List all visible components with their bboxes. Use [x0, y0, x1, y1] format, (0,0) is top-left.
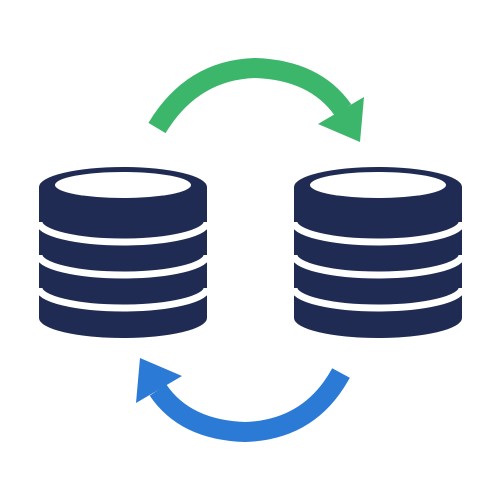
arrow-top-right-icon — [148, 57, 364, 142]
database-right-icon — [290, 167, 466, 338]
arrow-bottom-head — [136, 358, 182, 403]
database-band-3 — [290, 287, 466, 312]
database-lid — [310, 172, 446, 198]
database-lid — [55, 172, 191, 198]
database-band-2 — [35, 254, 211, 279]
database-left-icon — [35, 167, 211, 338]
arrow-bottom-shaft — [149, 368, 350, 443]
database-band-1 — [290, 221, 466, 246]
database-band-3 — [35, 287, 211, 312]
database-band-1 — [35, 221, 211, 246]
database-body — [294, 167, 462, 338]
database-body — [39, 167, 207, 338]
arrow-bottom-left-icon — [136, 358, 350, 443]
arrow-top-shaft — [148, 57, 352, 134]
arrow-top-head — [318, 97, 364, 142]
database-band-2 — [290, 254, 466, 279]
